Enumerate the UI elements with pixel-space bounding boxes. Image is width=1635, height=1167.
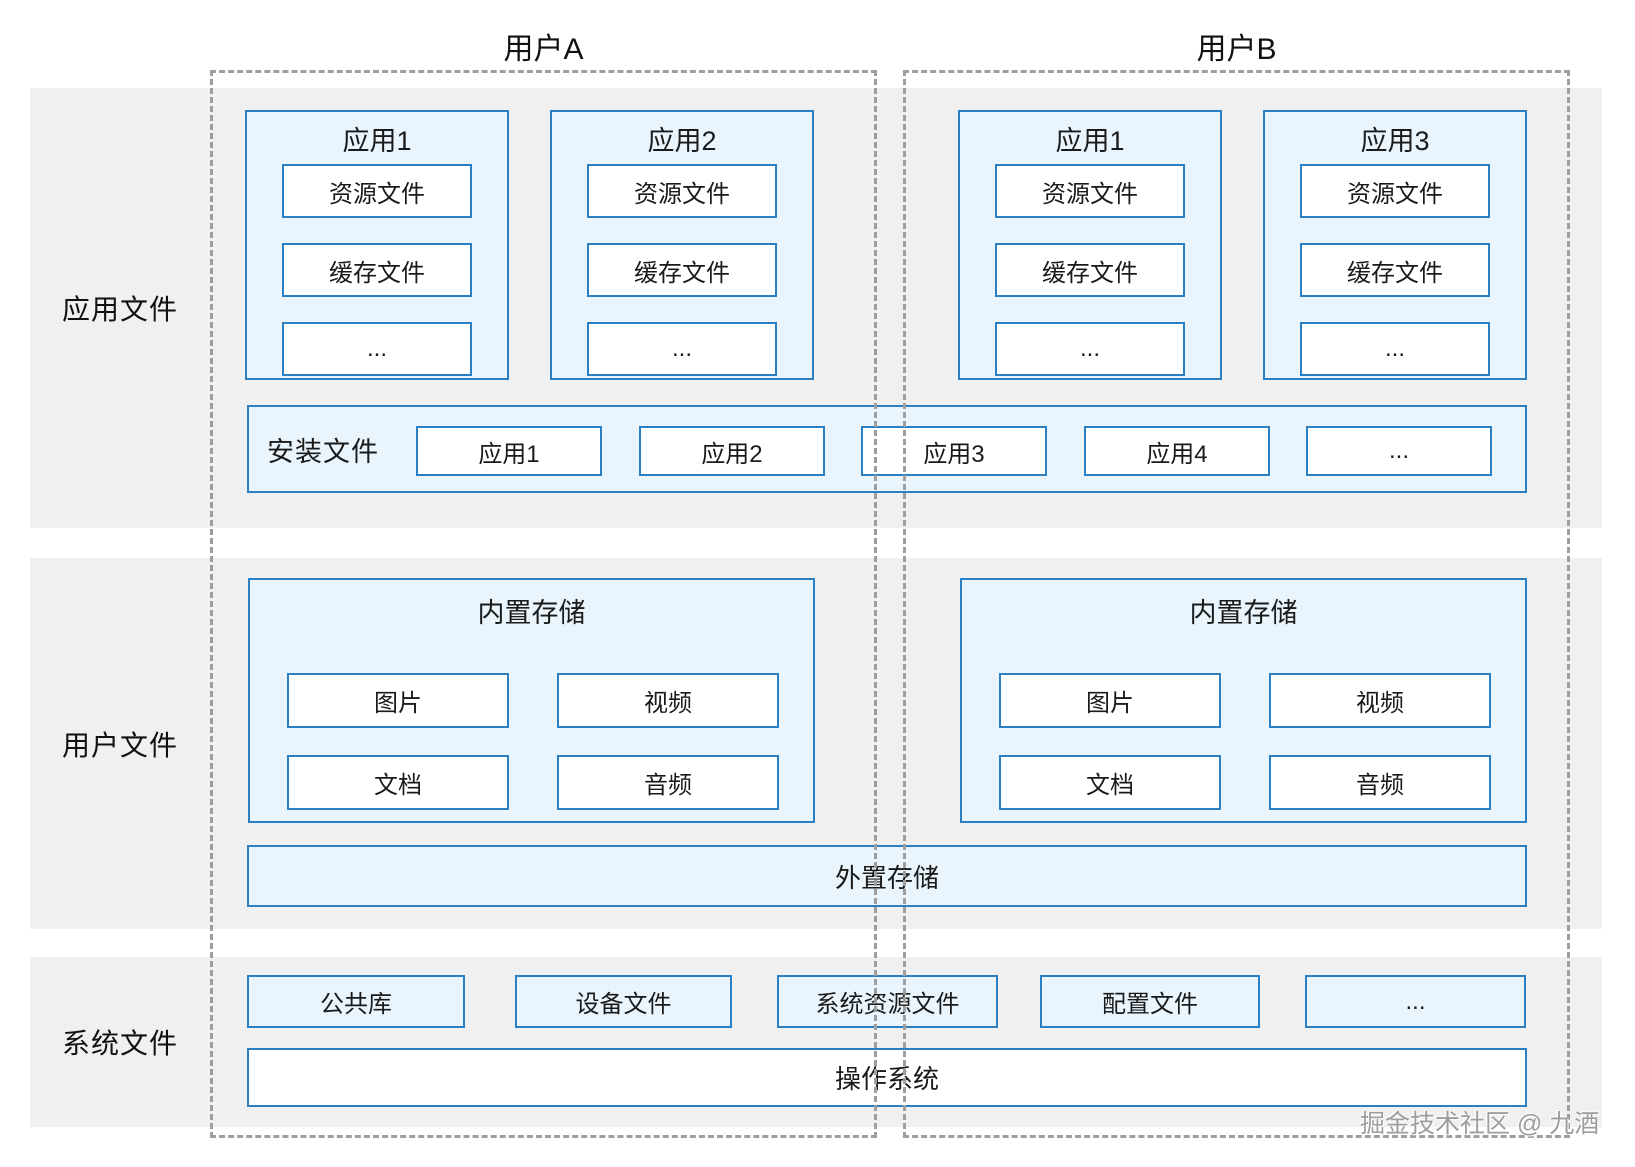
internal-storage-title: 内置存储 <box>1189 597 1298 628</box>
storage-item-audio: 音频 <box>1269 755 1491 810</box>
internal-storage-user-a: 内置存储 图片 视频 文档 音频 <box>248 578 815 823</box>
app-file-item: 资源文件 <box>1300 164 1490 218</box>
sys-item-system-resource-files: 系统资源文件 <box>777 975 998 1028</box>
sys-item-public-lib: 公共库 <box>247 975 465 1028</box>
user-a-header: 用户A <box>503 33 584 66</box>
section-label-user-files: 用户文件 <box>61 729 178 761</box>
storage-item-videos: 视频 <box>557 673 779 728</box>
app-box-title: 应用1 <box>1055 125 1125 156</box>
app-file-item: 缓存文件 <box>282 243 472 297</box>
storage-item-videos: 视频 <box>1269 673 1491 728</box>
app-box-user-b-3: 应用3 资源文件 缓存文件 ... <box>1263 110 1527 380</box>
app-file-item: 缓存文件 <box>995 243 1185 297</box>
storage-item-audio: 音频 <box>557 755 779 810</box>
storage-item-documents: 文档 <box>287 755 509 810</box>
install-app-item: 应用2 <box>639 426 825 476</box>
app-file-item: ... <box>282 322 472 376</box>
operating-system-bar: 操作系统 <box>247 1048 1527 1107</box>
install-app-item: ... <box>1306 426 1492 476</box>
watermark: 掘金技术社区 @ 九酒 <box>1360 1110 1600 1138</box>
app-file-item: ... <box>995 322 1185 376</box>
app-box-title: 应用2 <box>647 125 717 156</box>
section-label-system-files: 系统文件 <box>61 1028 178 1059</box>
install-files-label: 安装文件 <box>267 436 379 467</box>
app-file-item: 资源文件 <box>587 164 777 218</box>
install-app-item: 应用1 <box>416 426 602 476</box>
storage-item-pictures: 图片 <box>287 673 509 728</box>
app-box-user-a-1: 应用1 资源文件 缓存文件 ... <box>245 110 509 380</box>
section-label-app-files: 应用文件 <box>61 294 178 325</box>
install-app-item: 应用4 <box>1084 426 1270 476</box>
app-file-item: 缓存文件 <box>1300 243 1490 297</box>
external-storage-bar: 外置存储 <box>247 845 1527 907</box>
sys-item-config-files: 配置文件 <box>1040 975 1260 1028</box>
internal-storage-title: 内置存储 <box>477 597 586 628</box>
user-b-header: 用户B <box>1196 33 1277 66</box>
app-file-item: ... <box>1300 322 1490 376</box>
app-file-item: 资源文件 <box>282 164 472 218</box>
app-box-title: 应用3 <box>1360 125 1430 156</box>
app-box-user-a-2: 应用2 资源文件 缓存文件 ... <box>550 110 814 380</box>
app-box-user-b-1: 应用1 资源文件 缓存文件 ... <box>958 110 1222 380</box>
sys-item-more: ... <box>1305 975 1526 1028</box>
storage-item-documents: 文档 <box>999 755 1221 810</box>
app-box-title: 应用1 <box>342 125 412 156</box>
sys-item-device-files: 设备文件 <box>515 975 732 1028</box>
app-file-item: ... <box>587 322 777 376</box>
internal-storage-user-b: 内置存储 图片 视频 文档 音频 <box>960 578 1527 823</box>
install-files-row: 安装文件 应用1 应用2 应用3 应用4 ... <box>247 405 1527 493</box>
app-file-item: 资源文件 <box>995 164 1185 218</box>
storage-item-pictures: 图片 <box>999 673 1221 728</box>
app-file-item: 缓存文件 <box>587 243 777 297</box>
install-app-item: 应用3 <box>861 426 1047 476</box>
